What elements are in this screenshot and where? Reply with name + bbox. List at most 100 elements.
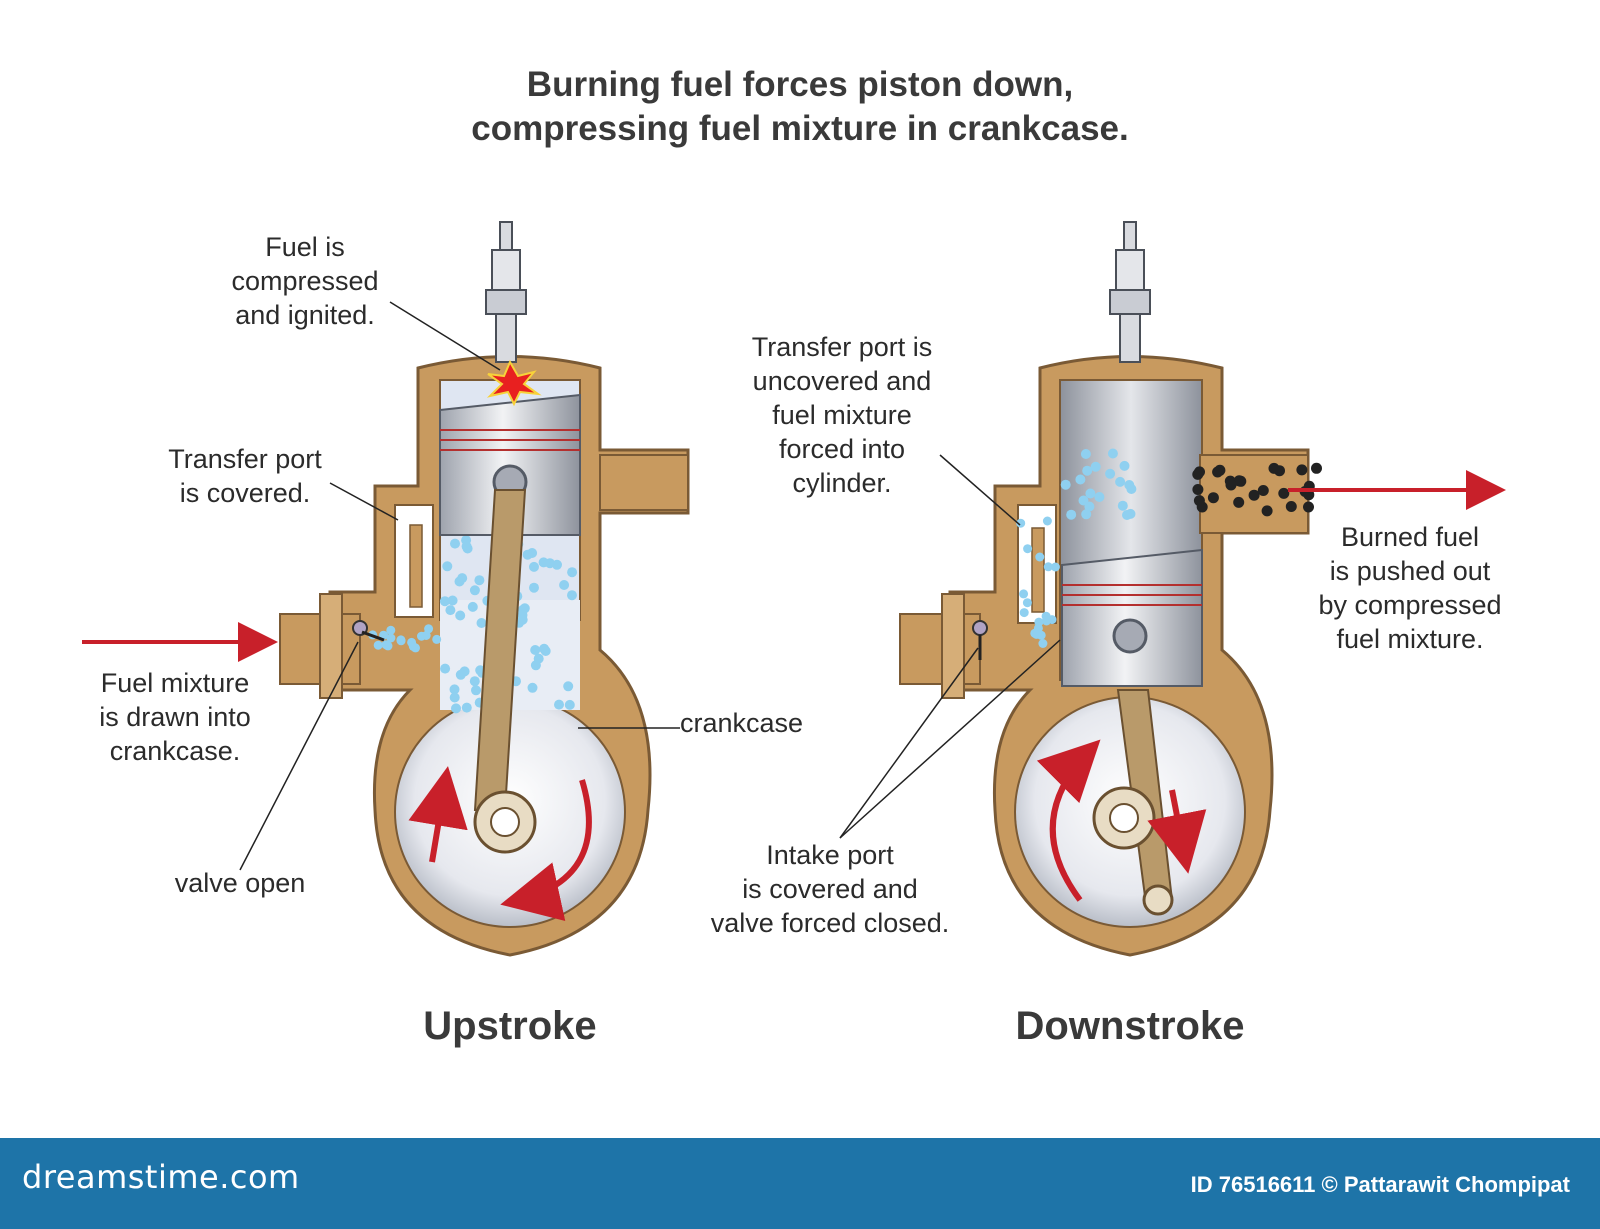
fuel-bubble [1042,516,1052,526]
exhaust-particle [1192,484,1204,495]
fuel-bubble [1082,465,1093,476]
exhaust-particle [1233,475,1245,487]
exhaust-particle [1193,495,1205,507]
label-burned-fuel: Burned fuel is pushed out by compressed … [1318,522,1502,654]
fuel-bubble [1126,484,1137,494]
fuel-bubble [1090,461,1101,472]
fuel-bubble [386,633,396,643]
label-transfer-uncovered: Transfer port is uncovered and fuel mixt… [751,332,933,498]
downstroke-piston [1061,548,1203,687]
fuel-bubble [539,643,550,654]
fuel-bubble [1019,589,1029,599]
fuel-bubble [1016,518,1026,528]
fuel-bubble [383,641,393,651]
upstroke-fuel-bubbles [368,535,578,714]
fuel-bubble [559,580,570,590]
upstroke-leader-lines [239,301,680,871]
downstroke-valve-icon [972,620,988,636]
exhaust-particle [1248,489,1260,501]
fuel-bubble [1038,639,1048,648]
exhaust-particle [1285,501,1297,512]
fuel-bubble [467,601,478,612]
fuel-bubble [461,535,472,546]
caption-downstroke: Downstroke [1015,1004,1245,1048]
exhaust-particle [1207,492,1219,504]
label-fuel-compressed: Fuel is compressed and ignited. [231,232,379,330]
fuel-bubble [1115,476,1126,487]
upstroke-engine [82,221,690,957]
fuel-bubble [447,595,458,606]
fuel-bubble [407,637,417,647]
fuel-bubble [567,567,578,578]
fuel-bubble [386,625,396,635]
fuel-bubble [1023,544,1033,554]
fuel-bubble [1094,492,1105,502]
fuel-bubble [517,614,528,625]
fuel-bubble [544,558,555,569]
fuel-bubble [533,653,544,664]
fuel-bubble [1050,562,1060,572]
downstroke-exhaust-particles [1192,462,1322,517]
downstroke-rotation-arrow-right [1147,789,1207,874]
label-valve-open: valve open [174,868,306,898]
fuel-bubble [439,596,450,607]
fuel-bubble [1075,474,1086,485]
fuel-bubble [1042,616,1051,626]
fuel-bubble [563,681,574,692]
fuel-bubble [432,634,442,644]
caption-upstroke: Upstroke [423,1004,597,1048]
upstroke-spark-plug [485,221,527,363]
exhaust-particle [1225,479,1237,491]
fuel-bubble [1078,495,1089,506]
fuel-bubble [522,549,533,560]
fuel-bubble [1107,448,1118,459]
fuel-bubble [469,676,480,687]
fuel-bubble [451,703,461,714]
fuel-bubble [1105,468,1116,479]
fuel-bubble [424,624,434,634]
fuel-bubble [1085,488,1096,499]
fuel-bubble [445,605,456,616]
fuel-bubble [1119,460,1130,471]
fuel-bubble [461,702,472,713]
label-fuel-drawn: Fuel mixture is drawn into crankcase. [99,668,251,766]
fuel-bubble [457,573,468,584]
exhaust-particle [1311,462,1322,474]
fuel-bubble [1022,598,1032,608]
exhaust-particle [1268,462,1280,474]
fuel-bubble [396,635,406,645]
exhaust-particle [1303,501,1314,513]
spark-icon [486,359,542,407]
fuel-bubble [527,682,538,693]
fuel-bubble [1122,510,1132,520]
fuel-bubble [476,618,487,628]
fuel-bubble [449,692,460,703]
downstroke-crank-pin [1142,884,1174,916]
fuel-bubble [1066,509,1077,520]
fuel-bubble [471,685,481,696]
downstroke-leader-lines [839,454,1061,839]
fuel-bubble [455,669,466,680]
downstroke-rotation-arrow-left [1036,739,1101,902]
downstroke-fuel-bubbles [1016,448,1137,648]
fuel-bubble [529,582,539,593]
fuel-bubble [567,590,577,601]
fuel-bubble [529,561,539,572]
fuel-bubble [1117,500,1128,511]
fuel-bubble [449,684,460,695]
fuel-bubble [1081,509,1092,520]
exhaust-particle [1261,505,1273,517]
exhaust-particle [1278,487,1290,499]
fuel-bubble [474,575,485,586]
fuel-bubble [440,663,451,674]
fuel-bubble [450,538,460,549]
label-intake-covered: Intake port is covered and valve forced … [710,840,950,938]
fuel-bubble [1019,608,1029,618]
upstroke-rotation-arrow-right [500,779,592,921]
fuel-bubble [1080,449,1091,459]
exhaust-particle [1194,466,1205,478]
fuel-bubble [469,585,480,596]
diagram-title-line-2: compressing fuel mixture in crankcase. [471,109,1129,148]
exhaust-particle [1296,464,1308,476]
